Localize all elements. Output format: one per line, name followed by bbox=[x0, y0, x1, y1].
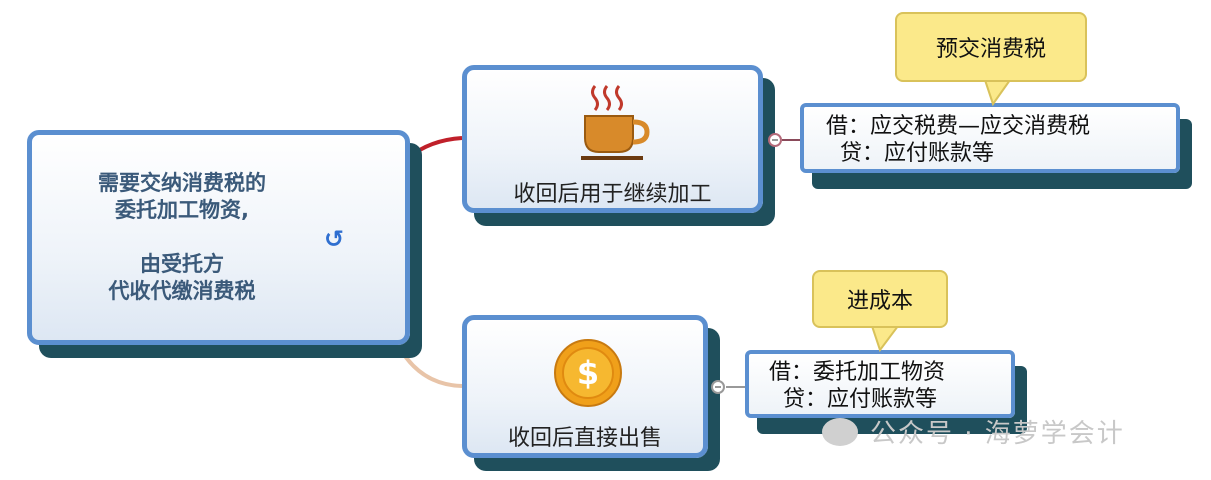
callout-text: 进成本 bbox=[846, 289, 913, 314]
credit-line: 贷：应付账款等 bbox=[840, 141, 995, 166]
callout-into-cost: 进成本 bbox=[812, 270, 948, 328]
root-line-2: 委托加工物资, bbox=[115, 198, 249, 222]
collapse-toggle-1[interactable] bbox=[768, 133, 782, 147]
debit-line: 借：应交税费—应交消费税 bbox=[826, 114, 1091, 139]
dollar-coin-icon: $ bbox=[554, 339, 622, 407]
connector-top bbox=[406, 136, 463, 160]
root-line-4: 代收代缴消费税 bbox=[108, 279, 256, 303]
collapse-toggle-2[interactable] bbox=[711, 380, 725, 394]
journal-entry-sell[interactable]: 借：委托加工物资 贷：应付账款等 bbox=[745, 350, 1015, 418]
branch-node-process[interactable]: 收回后用于继续加工 bbox=[462, 65, 763, 213]
branch-label-sell: 收回后直接出售 bbox=[507, 426, 662, 451]
wechat-icon bbox=[822, 417, 858, 446]
debit-line: 借：委托加工物资 bbox=[769, 360, 946, 385]
callout-text: 预交消费税 bbox=[935, 37, 1046, 62]
watermark-text: 公众号 · 海萝学会计 bbox=[870, 419, 1125, 449]
coffee-cup-icon bbox=[581, 85, 650, 160]
root-line-3: 由受托方 bbox=[140, 252, 224, 276]
root-node[interactable]: 需要交纳消费税的 委托加工物资, 由受托方 代收代缴消费税 ↺ bbox=[27, 130, 410, 345]
journal-entry-process[interactable]: 借：应交税费—应交消费税 贷：应付账款等 bbox=[800, 103, 1180, 173]
callout-prepay-tax: 预交消费税 bbox=[895, 12, 1087, 82]
svg-text:$: $ bbox=[577, 354, 599, 392]
branch-node-sell[interactable]: $ 收回后直接出售 bbox=[462, 315, 708, 458]
root-line-1: 需要交纳消费税的 bbox=[98, 171, 266, 195]
credit-line: 贷：应付账款等 bbox=[783, 387, 938, 412]
link-arrow-icon[interactable]: ↺ bbox=[324, 225, 345, 253]
watermark: 公众号 · 海萝学会计 bbox=[822, 413, 1125, 450]
branch-label-process: 收回后用于继续加工 bbox=[513, 182, 712, 207]
connector-bottom bbox=[396, 344, 463, 388]
